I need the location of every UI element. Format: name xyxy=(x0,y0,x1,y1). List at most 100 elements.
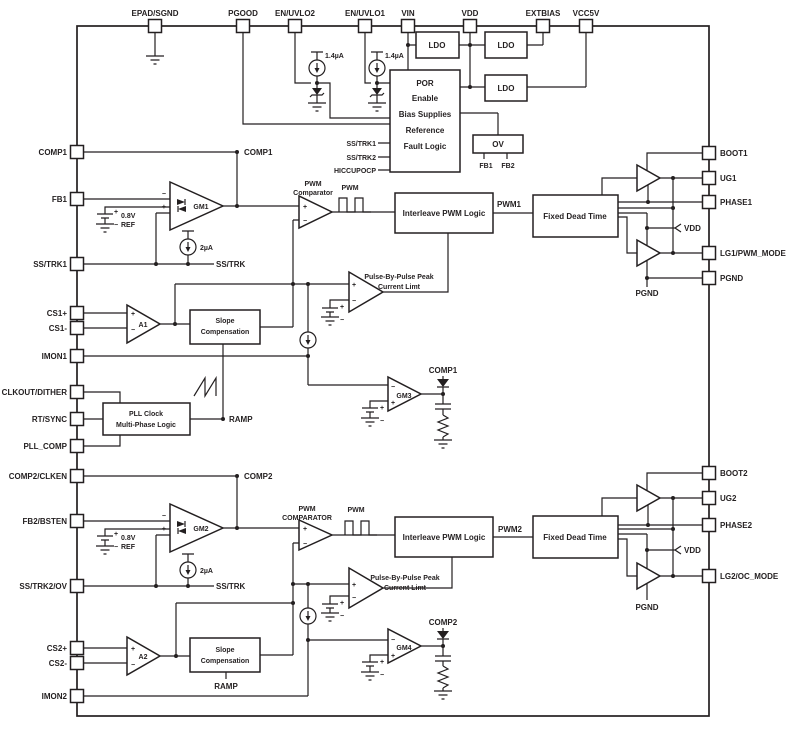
climit2-ref-minus: − xyxy=(340,613,344,620)
pwmcomp1-plus: + xyxy=(303,204,307,211)
value-iss1-label: 2µA xyxy=(200,245,213,252)
pll-line2: Multi-Phase Logic xyxy=(116,422,176,429)
pwm-comparator1: + − PWM Comparator xyxy=(293,181,334,230)
pin-label-cs1p: CS1+ xyxy=(47,309,68,318)
pin-label-sstrk2-ov: SS/TRK2/OV xyxy=(19,582,67,591)
interleave2-block: Interleave PWM Logic xyxy=(394,516,494,558)
driver-ug1 xyxy=(636,163,662,193)
ground-symbols xyxy=(96,55,452,700)
right-pins: BOOT1 UG1 PHASE1 LG1/PWM_MODE PGND BOOT2… xyxy=(701,145,786,584)
value-iss2-label: 2µA xyxy=(200,568,213,575)
climit1-title2: Current Limt xyxy=(378,284,421,291)
gm4-minus: − xyxy=(391,637,395,644)
a1-amp: A1 + − xyxy=(126,303,162,345)
net-comp2-label: COMP2 xyxy=(244,472,273,481)
pin-label-lg2-oc-mode: LG2/OC_MODE xyxy=(720,572,779,581)
ov-fb1-label: FB1 xyxy=(479,163,492,170)
pin-ug2 xyxy=(701,490,717,506)
pin-label-boot2: BOOT2 xyxy=(720,469,748,478)
net-pwm1-label: PWM1 xyxy=(497,200,522,209)
driver-ug2 xyxy=(636,483,662,513)
por-line-4: Reference xyxy=(406,126,445,135)
pin-sstrk2-ov xyxy=(69,578,85,594)
net-sstrk-label2: SS/TRK xyxy=(216,582,246,591)
por-line-1: POR xyxy=(416,79,434,88)
pin-lg1-pwm-mode xyxy=(701,245,717,261)
pin-label-phase2: PHASE2 xyxy=(720,521,753,530)
pin-cs2n xyxy=(69,655,85,671)
gm3-ref-battery: + − xyxy=(362,405,384,425)
pin-label-epad-sgnd: EPAD/SGND xyxy=(132,9,179,18)
pin-en-uvlo2 xyxy=(287,18,303,34)
vref2-value: 0.8V xyxy=(121,535,136,542)
gm1-amp: GM1 − + xyxy=(162,180,225,232)
net-pwm1-wave-label: PWM xyxy=(341,185,358,192)
pin-comp1 xyxy=(69,144,85,160)
slope2-line1: Slope xyxy=(215,647,234,654)
climit1-ref-minus: − xyxy=(340,317,344,324)
climit2-plus: + xyxy=(352,582,356,589)
pin-sstrk1 xyxy=(69,256,85,272)
pin-fb2-bsten xyxy=(69,513,85,529)
pin-label-ug2: UG2 xyxy=(720,494,737,503)
net-pgnd2-label: PGND xyxy=(635,603,658,612)
fixed-dead-time2-block: Fixed Dead Time xyxy=(532,515,619,559)
gm1-minus: − xyxy=(162,191,166,198)
pin-label-phase1: PHASE1 xyxy=(720,198,753,207)
ldo2-label: LDO xyxy=(498,41,515,50)
ldo2-block: LDO xyxy=(484,31,528,59)
pin-label-pgnd: PGND xyxy=(720,274,743,283)
current-source-en1 xyxy=(368,59,386,77)
a2-amp: A2 + − xyxy=(126,635,162,677)
gm1-label: GM1 xyxy=(193,204,208,211)
vref2-battery: + − 0.8V REF xyxy=(97,531,136,551)
pwmcomp1-title2: Comparator xyxy=(293,190,333,197)
phase2-driver-wires xyxy=(601,472,703,600)
pin-label-clkout-dither: CLKOUT/DITHER xyxy=(2,388,68,397)
pin-imon2 xyxy=(69,688,85,704)
fixed-dead-time1-block: Fixed Dead Time xyxy=(532,194,619,238)
pll-block: PLL Clock Multi-Phase Logic xyxy=(102,402,191,436)
pin-vcc5v xyxy=(578,18,594,34)
left-pins: COMP1 FB1 SS/TRK1 CS1+ CS1- IMON1 CLKOUT… xyxy=(2,144,85,704)
vref2-minus: − xyxy=(114,544,118,551)
pin-boot1 xyxy=(701,145,717,161)
slope1-line2: Compensation xyxy=(201,329,250,336)
ldo1-label: LDO xyxy=(429,41,446,50)
pin-fb1 xyxy=(69,191,85,207)
pin-ug1 xyxy=(701,170,717,186)
pin-label-en-uvlo2: EN/UVLO2 xyxy=(275,9,316,18)
gm4-ref-plus: + xyxy=(380,659,384,666)
gm3-amp: GM3 − + xyxy=(387,375,423,413)
climit2-title1: Pulse-By-Pulse Peak xyxy=(370,575,439,582)
net-ramp1-label: RAMP xyxy=(229,415,253,424)
net-vdd1-label: VDD xyxy=(684,224,701,233)
a1-plus: + xyxy=(131,311,135,318)
por-in-hiccupocp: HICCUPOCP xyxy=(334,168,376,175)
vref1-name: REF xyxy=(121,222,136,229)
pin-label-sstrk1: SS/TRK1 xyxy=(33,260,67,269)
pwmcomp1-title1: PWM xyxy=(304,181,321,188)
pin-comp2-clken xyxy=(69,468,85,484)
ldo3-block: LDO xyxy=(484,74,528,102)
gm4-label: GM4 xyxy=(396,645,411,652)
gm3-minus: − xyxy=(391,384,395,391)
pin-label-comp1: COMP1 xyxy=(39,148,68,157)
gm3-ref-plus: + xyxy=(380,405,384,412)
zener-diode-en1 xyxy=(369,88,385,103)
por-block: POR Enable Bias Supplies Reference Fault… xyxy=(389,69,461,173)
gm4-amp: GM4 − + xyxy=(387,627,423,665)
pin-cs1p xyxy=(69,305,85,321)
pin-imon1 xyxy=(69,348,85,364)
pin-label-vdd: VDD xyxy=(462,9,479,18)
ov-fb2-label: FB2 xyxy=(501,163,514,170)
a2-label: A2 xyxy=(139,654,148,661)
a1-minus: − xyxy=(131,327,135,334)
pin-label-vin: VIN xyxy=(401,9,415,18)
net-ramp2-label: RAMP xyxy=(214,682,238,691)
junction-dots xyxy=(154,43,675,658)
pin-label-imon1: IMON1 xyxy=(42,352,68,361)
gm3-label: GM3 xyxy=(396,393,411,400)
phase1-wires xyxy=(84,151,533,408)
